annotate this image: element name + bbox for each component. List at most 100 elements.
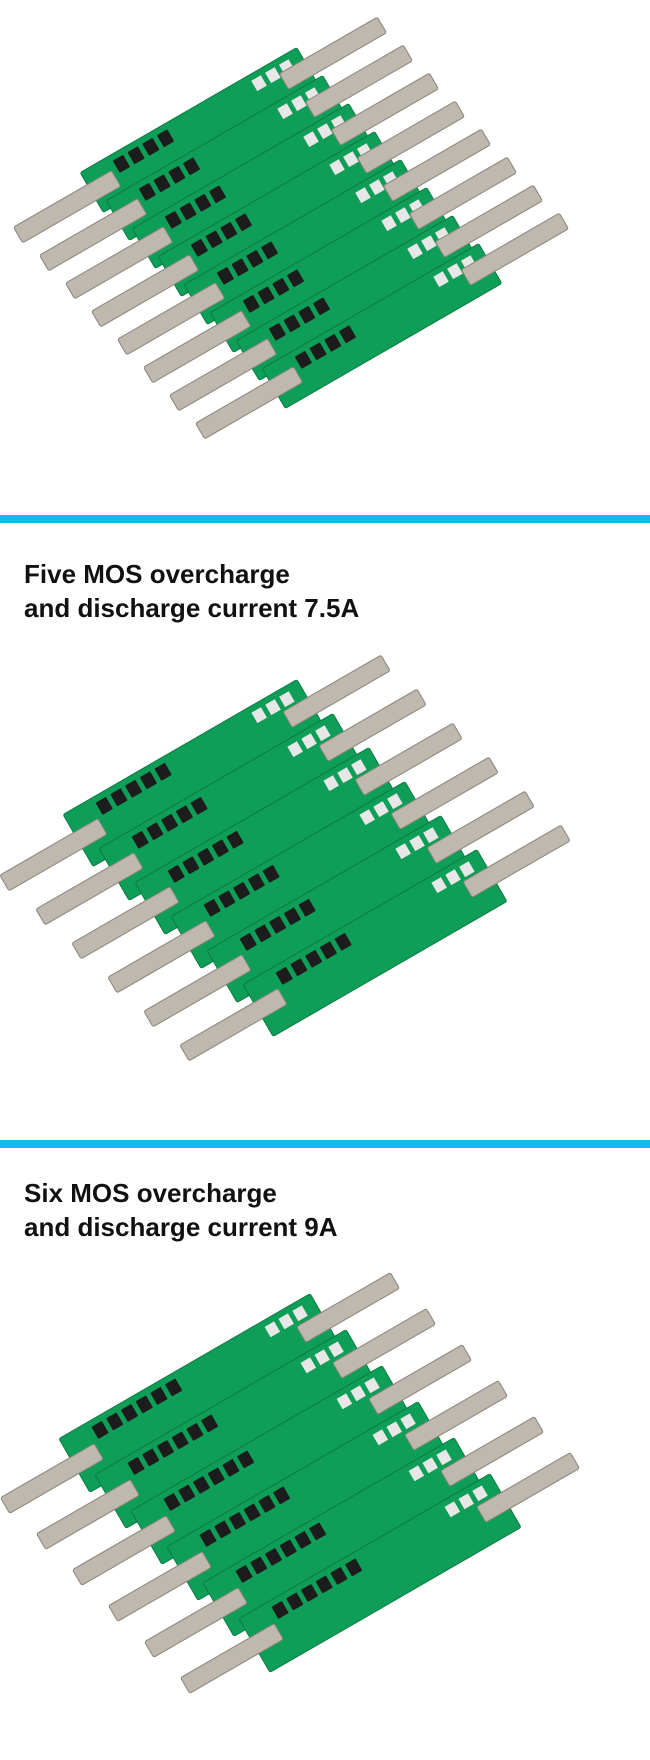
mos-chip xyxy=(154,763,172,781)
solder-pad xyxy=(395,843,411,860)
solder-pad xyxy=(458,1493,474,1510)
mos-chip xyxy=(269,323,286,341)
section-title-six-mos: Six MOS overcharge and discharge current… xyxy=(24,1176,338,1244)
mos-chip xyxy=(243,295,260,313)
solder-pad xyxy=(459,861,475,878)
mos-chip xyxy=(153,174,171,193)
mos-chip xyxy=(106,1412,124,1431)
mos-chip xyxy=(286,1592,304,1611)
mos-chip xyxy=(290,958,308,976)
section-divider-2 xyxy=(0,1140,650,1148)
mos-chip xyxy=(287,269,304,288)
mos-chip xyxy=(163,1493,181,1511)
mos-chip xyxy=(140,771,157,789)
solder-pad xyxy=(355,187,371,204)
mos-chip xyxy=(258,1495,276,1513)
mos-chip xyxy=(146,822,164,840)
mos-chip xyxy=(197,848,215,866)
mos-chip xyxy=(222,1459,240,1477)
nickel-strip-end xyxy=(117,282,225,355)
mos-chip xyxy=(179,202,197,221)
solder-pad xyxy=(251,707,267,724)
pcb-board xyxy=(117,129,491,355)
pcb-board xyxy=(36,1308,436,1550)
pcb-board xyxy=(39,45,413,271)
nickel-strip-end xyxy=(355,723,462,796)
nickel-strip-end xyxy=(477,1452,580,1523)
solder-pad xyxy=(369,179,385,196)
mos-chip xyxy=(309,1522,327,1541)
mos-chip xyxy=(298,899,316,917)
solder-pad xyxy=(386,1421,402,1438)
mos-chip xyxy=(265,1548,282,1566)
mos-chip xyxy=(235,1565,253,1583)
nickel-strip-end xyxy=(180,988,287,1061)
mos-chip xyxy=(217,267,234,285)
mos-chip xyxy=(113,155,130,173)
mos-chip xyxy=(320,941,337,959)
mos-chip xyxy=(168,166,186,184)
mos-chip xyxy=(339,325,356,344)
nickel-strip-end xyxy=(91,254,199,327)
mos-chip xyxy=(139,183,156,201)
solder-pad xyxy=(317,123,333,140)
nickel-strip-end xyxy=(461,213,569,286)
mos-chip xyxy=(178,1484,196,1503)
solder-pad xyxy=(400,1413,416,1430)
solder-pad xyxy=(350,1385,366,1402)
solder-pad xyxy=(421,235,437,252)
nickel-strip-end xyxy=(108,1551,211,1622)
pcb-board xyxy=(195,213,569,439)
pcb-board xyxy=(0,655,390,891)
mos-chip xyxy=(199,1529,217,1547)
mos-chip xyxy=(203,899,221,917)
solder-pad xyxy=(436,1449,452,1466)
solder-pad xyxy=(431,877,447,894)
mos-chip xyxy=(235,213,252,232)
mos-chip xyxy=(283,314,301,333)
nickel-strip-end xyxy=(143,310,251,383)
board-stack xyxy=(0,1272,580,1694)
solder-pad xyxy=(265,699,281,716)
pcb-photo-1 xyxy=(13,17,569,439)
nickel-strip-end xyxy=(369,1344,472,1415)
solder-pad xyxy=(287,741,303,758)
nickel-strip-end xyxy=(319,689,426,762)
title-line-1: Six MOS overcharge xyxy=(24,1178,277,1208)
mos-chip xyxy=(246,250,264,268)
nickel-strip-end xyxy=(463,825,570,898)
mos-chip xyxy=(165,211,182,229)
mos-chip xyxy=(207,1467,225,1486)
mos-chip xyxy=(125,780,143,798)
mos-chip xyxy=(226,831,244,849)
pcb-board xyxy=(180,825,570,1061)
mos-chip xyxy=(271,1601,289,1619)
mos-chip xyxy=(237,1450,255,1469)
nickel-strip-end xyxy=(36,852,143,925)
nickel-strip-end xyxy=(180,1623,283,1694)
mos-chip xyxy=(193,1476,210,1494)
solder-pad xyxy=(303,131,319,148)
mos-chip xyxy=(334,933,352,951)
nickel-strip-end xyxy=(391,757,498,830)
mos-chip xyxy=(229,1512,246,1530)
mos-chip xyxy=(261,241,278,260)
solder-pad xyxy=(364,1377,380,1394)
solder-pad xyxy=(329,159,345,176)
solder-pad xyxy=(444,1501,461,1518)
title-line-2: and discharge current 9A xyxy=(24,1212,338,1242)
solder-pad xyxy=(359,809,375,826)
mos-chip xyxy=(135,1395,153,1414)
mos-chip xyxy=(142,1448,160,1467)
solder-pad xyxy=(265,67,281,84)
solder-pad xyxy=(264,1321,281,1338)
mos-chip xyxy=(233,882,251,900)
mos-chip xyxy=(127,146,145,165)
nickel-strip-end xyxy=(305,45,413,118)
mos-chip xyxy=(275,967,293,985)
nickel-strip-end xyxy=(65,226,173,299)
mos-chip xyxy=(298,306,316,324)
pcb-photo-3 xyxy=(0,1272,580,1694)
nickel-strip-end xyxy=(144,1587,247,1658)
solder-pad xyxy=(315,725,331,742)
